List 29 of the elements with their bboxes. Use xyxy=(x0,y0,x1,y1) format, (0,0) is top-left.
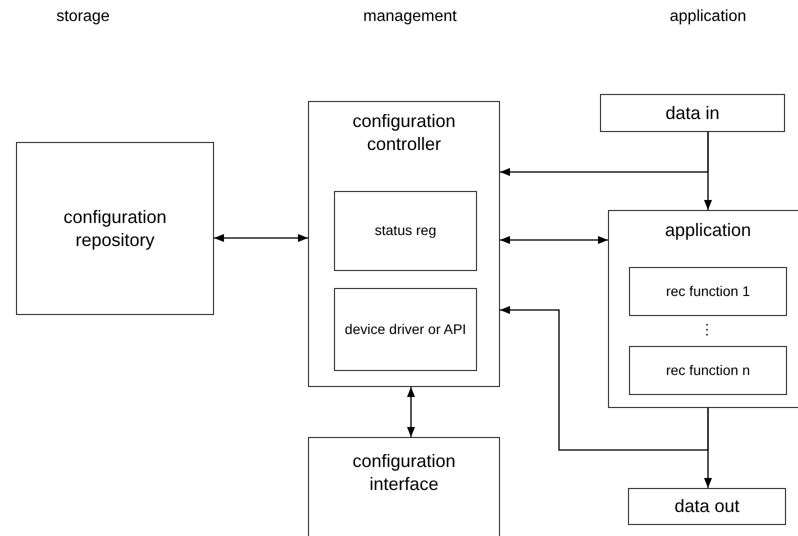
ellipsis: ⋮ xyxy=(700,321,714,337)
box-label: status reg xyxy=(374,222,438,240)
process-box xyxy=(334,191,477,271)
box-label: data out xyxy=(673,495,741,518)
column-heading: management xyxy=(363,8,457,26)
process-box xyxy=(629,267,787,316)
process-box xyxy=(334,288,477,371)
box-label: application xyxy=(664,219,752,242)
process-box xyxy=(600,94,785,132)
box-label: device driver or API xyxy=(344,320,467,338)
container-box xyxy=(608,210,798,408)
process-box xyxy=(629,346,787,395)
column-heading: application xyxy=(670,8,746,26)
box-label: rec function n xyxy=(664,362,752,380)
box-label: configuration repository xyxy=(62,206,168,251)
box-label: data in xyxy=(664,102,721,124)
arrow xyxy=(407,387,415,437)
column-heading: storage xyxy=(56,8,110,26)
process-box xyxy=(628,488,786,525)
arrow xyxy=(214,234,308,242)
container-box xyxy=(308,437,500,536)
box-label: configuration controller xyxy=(351,110,457,155)
process-box xyxy=(16,142,214,315)
container-box xyxy=(308,101,500,387)
box-label: rec function 1 xyxy=(664,282,752,300)
arrow xyxy=(500,306,709,451)
arrow xyxy=(500,132,709,176)
arrow xyxy=(500,236,608,244)
box-label: configuration interface xyxy=(351,450,457,495)
